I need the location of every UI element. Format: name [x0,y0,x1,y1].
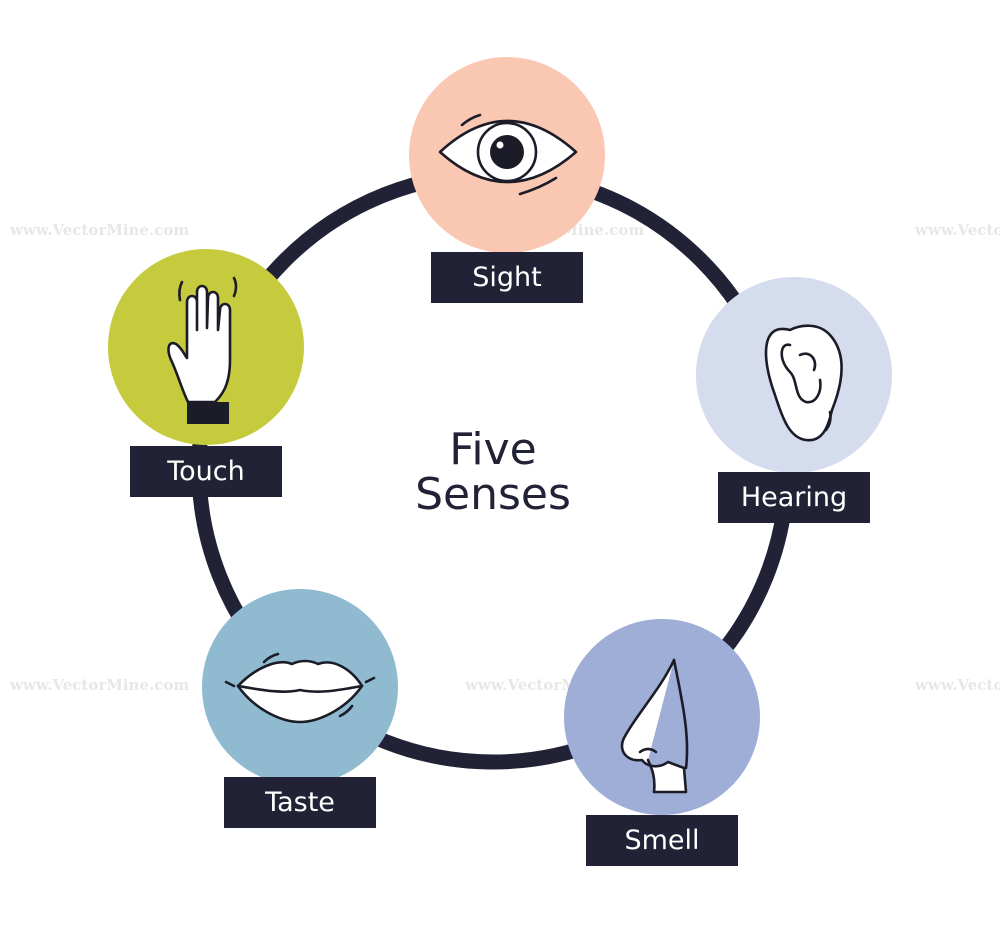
sense-node-touch: Touch [108,249,304,497]
diagram-title-line2: Senses [415,469,571,520]
sense-node-hearing: Hearing [696,277,892,523]
smell-circle [564,619,760,815]
eye-icon [438,113,578,196]
sense-node-taste: Taste [202,589,398,828]
nose-icon [620,658,689,794]
ear-icon [764,324,843,442]
sight-label: Sight [472,262,541,293]
watermark-text: www.VectorMine.com [914,221,1000,239]
taste-label-box [224,777,376,828]
sense-node-smell: Smell [564,619,760,866]
smell-label-box [586,815,738,866]
sense-node-sight: Sight [409,57,605,303]
touch-label: Touch [166,456,245,487]
diagram-title-line1: Five [449,424,536,475]
hearing-label-box [718,472,870,523]
sight-label-box [431,252,583,303]
watermark-text: www.VectorMine.com [9,676,189,694]
hand-icon [167,276,238,424]
smell-label: Smell [624,825,699,856]
watermark-text: www.VectorMine.com [914,676,1000,694]
touch-label-box [130,446,282,497]
watermark-text: www.VectorMine.com [9,221,189,239]
taste-label: Taste [264,787,335,818]
hearing-label: Hearing [741,482,847,513]
lips-icon [224,652,376,724]
